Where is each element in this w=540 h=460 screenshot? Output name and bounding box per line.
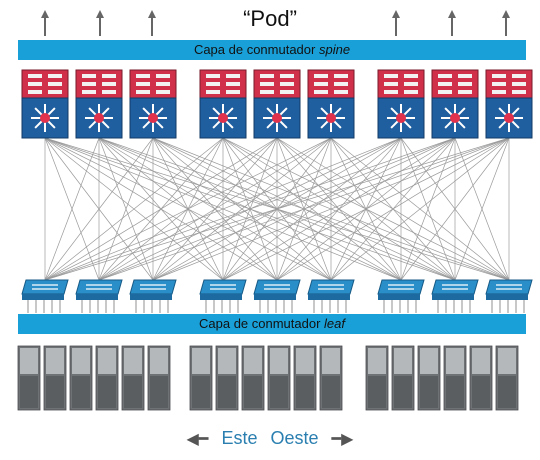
- pod-title: “Pod”: [243, 6, 297, 31]
- spine-switch-icon: [485, 69, 533, 139]
- spine-layer-emph: spine: [318, 42, 351, 57]
- leaf-switch-icon: [253, 279, 301, 313]
- arrow-left-icon: ◀━: [186, 431, 209, 448]
- spine-leaf-link: [44, 137, 154, 281]
- spine-leaf-link: [400, 137, 456, 281]
- server-rack-icon: [17, 345, 171, 411]
- spine-leaf-link: [98, 137, 510, 281]
- east-west-legend: ◀━ Este Oeste ━▶: [0, 428, 540, 449]
- leaf-switch-icon: [129, 279, 177, 313]
- leaf-switch-icon: [431, 279, 479, 313]
- leaf-layer-label: Capa de conmutador: [199, 316, 325, 331]
- spine-switch-icon: [253, 69, 301, 139]
- arrow-up-icon: [502, 10, 510, 36]
- leaf-layer-emph: leaf: [324, 316, 345, 331]
- leaf-switch-icon: [307, 279, 355, 313]
- leaf-layer-bar: Capa de conmutador leaf: [18, 314, 526, 334]
- leaf-switch-icon: [485, 279, 533, 313]
- spine-leaf-link: [44, 137, 100, 281]
- server-rack-icon: [189, 345, 343, 411]
- spine-leaf-link: [44, 137, 510, 281]
- arrow-up-icon: [448, 10, 456, 36]
- spine-switch-icon: [377, 69, 425, 139]
- leaf-switch-icon: [75, 279, 123, 313]
- spine-leaf-link: [330, 137, 510, 281]
- spine-leaf-link: [44, 137, 402, 281]
- server-racks: [17, 345, 519, 411]
- east-label: Este: [221, 428, 258, 448]
- leaf-switch-icon: [377, 279, 425, 313]
- arrow-up-icon: [392, 10, 400, 36]
- spine-leaf-link: [222, 137, 510, 281]
- spine-layer-bar: Capa de conmutador spine: [18, 40, 526, 60]
- west-label: Oeste: [270, 428, 319, 448]
- spine-leaf-link: [152, 137, 332, 281]
- spine-switch-icon: [75, 69, 123, 139]
- spine-leaf-link: [152, 137, 510, 281]
- spine-leaf-link: [276, 137, 510, 281]
- spine-leaf-link: [44, 137, 332, 281]
- uplink-arrows: [41, 10, 510, 36]
- leaf-switch-icon: [21, 279, 69, 313]
- spine-switch-icon: [307, 69, 355, 139]
- spine-leaf-links: [44, 137, 510, 281]
- arrow-right-icon: ━▶: [331, 431, 354, 448]
- spine-switch-icon: [431, 69, 479, 139]
- spine-leaf-link: [454, 137, 510, 281]
- spine-leaf-link: [222, 137, 456, 281]
- spine-leaf-link: [44, 137, 224, 281]
- spine-leaf-link: [222, 137, 402, 281]
- spine-leaf-link: [98, 137, 332, 281]
- spine-switch-icon: [21, 69, 69, 139]
- arrow-up-icon: [41, 10, 49, 36]
- leaf-switches: [21, 279, 533, 313]
- spine-switch-icon: [129, 69, 177, 139]
- spine-leaf-link: [400, 137, 510, 281]
- spine-leaf-link: [98, 137, 154, 281]
- arrow-up-icon: [148, 10, 156, 36]
- spine-switch-icon: [199, 69, 247, 139]
- spine-leaf-link: [44, 137, 456, 281]
- server-rack-icon: [365, 345, 519, 411]
- leaf-switch-icon: [199, 279, 247, 313]
- spine-leaf-link: [44, 137, 278, 281]
- spine-switches: [21, 69, 533, 139]
- arrow-up-icon: [96, 10, 104, 36]
- spine-layer-label: Capa de conmutador: [193, 42, 319, 57]
